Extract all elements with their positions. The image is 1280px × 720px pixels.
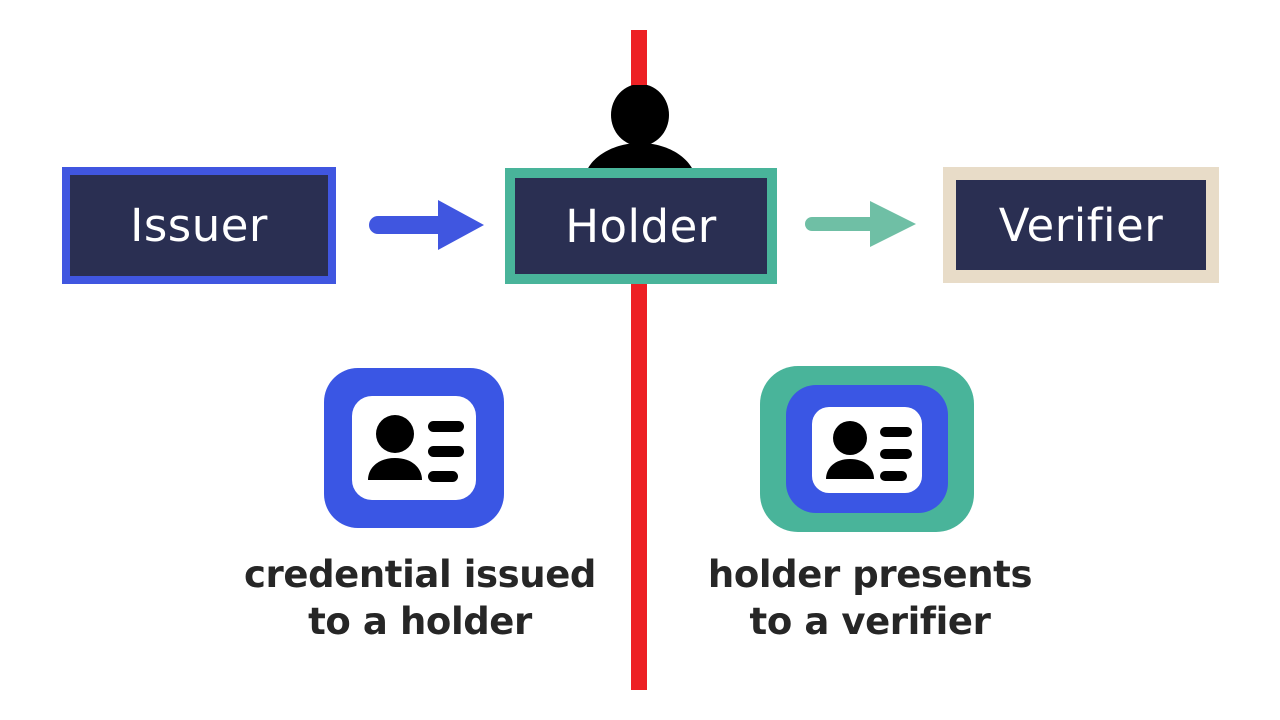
caption-issued-line1: credential issued: [200, 551, 640, 598]
caption-presented-line1: holder presents: [660, 551, 1080, 598]
holder-box[interactable]: Holder: [505, 168, 777, 284]
credential-card-presented-icon: [760, 366, 974, 532]
caption-credential-issued: credential issued to a holder: [200, 551, 640, 646]
present-arrow: [802, 198, 920, 250]
caption-presented-line2: to a verifier: [660, 598, 1080, 645]
issuer-box[interactable]: Issuer: [62, 167, 336, 284]
caption-presented-line2-bold: verifier: [841, 600, 991, 644]
caption-presented-line2-normal: to a: [749, 600, 842, 644]
verifier-box[interactable]: Verifier: [943, 167, 1219, 283]
caption-holder-presents: holder presents to a verifier: [660, 551, 1080, 646]
caption-issued-line2: to a holder: [308, 600, 532, 644]
caption-presented-line1-normal: holder: [707, 553, 853, 596]
holder-label: Holder: [565, 199, 717, 253]
caption-presented-line1-bold: presents: [852, 553, 1033, 596]
caption-issued-line1-bold: issued: [463, 553, 597, 596]
credential-card-issued-icon: [324, 368, 504, 528]
verifier-label: Verifier: [998, 198, 1164, 252]
person-silhouette-icon: [583, 84, 697, 177]
issue-arrow: [366, 196, 488, 254]
issuer-label: Issuer: [130, 199, 268, 252]
caption-issued-line1-normal: credential: [244, 553, 464, 596]
